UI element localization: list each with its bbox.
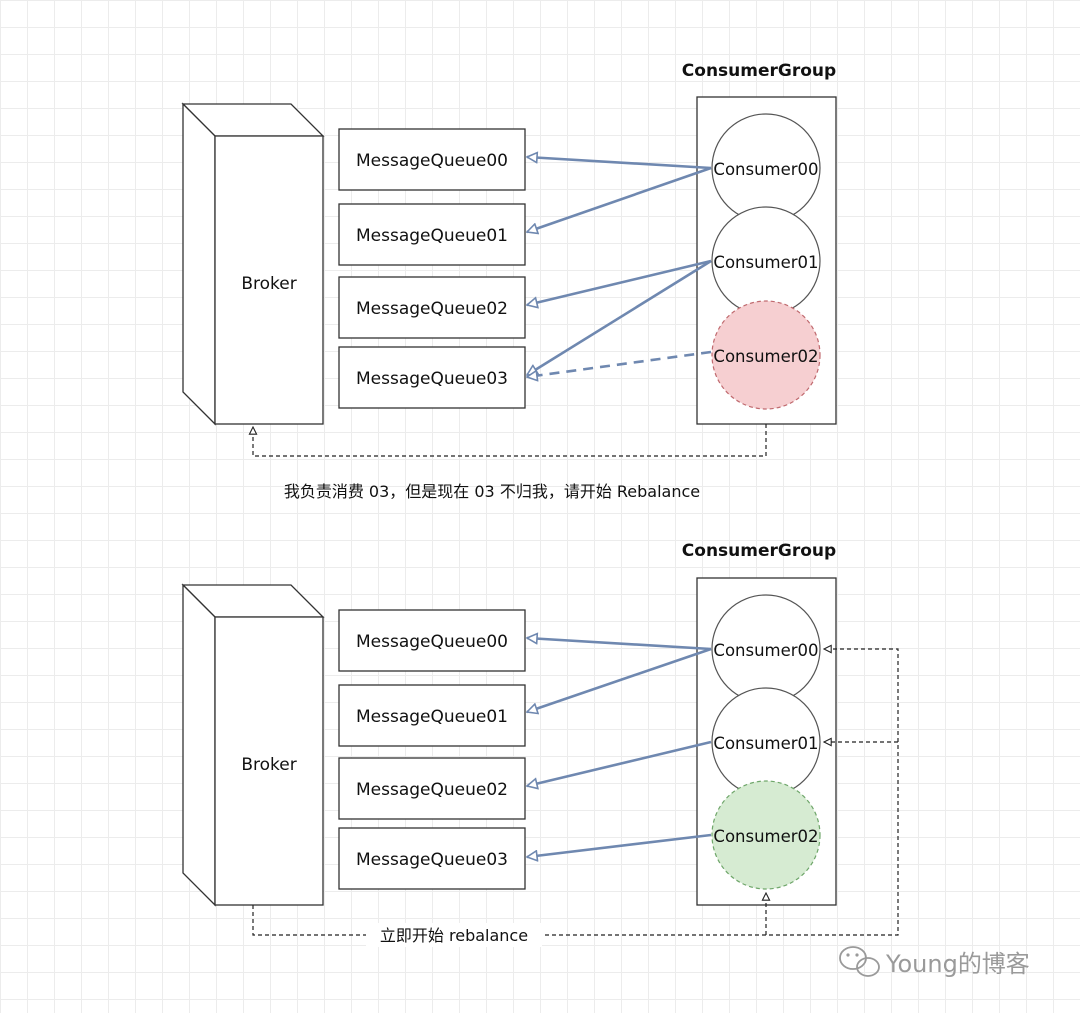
bottom-queue-label-00: MessageQueue00: [356, 632, 508, 652]
top-arrow-c01-q02: [527, 259, 712, 305]
bottom-arrow-c02-q03: [527, 833, 712, 857]
bottom-queues: MessageQueue00 MessageQueue01 MessageQue…: [338, 609, 526, 890]
top-queue-box-00: [338, 128, 526, 191]
top-queue-box-03: [338, 346, 526, 409]
top-queue-label-02: MessageQueue02: [356, 299, 508, 319]
top-consumer-label-00: Consumer00: [713, 160, 818, 179]
bottom-note: 立即开始 rebalance: [380, 926, 528, 945]
top-consumer-label-01: Consumer01: [713, 253, 818, 272]
bottom-queue-label-01: MessageQueue01: [356, 707, 508, 727]
bottom-arrow-c00-q01: [527, 647, 712, 712]
bottom-queue-box-00: [338, 609, 526, 672]
top-arrow-c02-q03-dashed: [527, 350, 712, 377]
top-group-title: ConsumerGroup: [682, 61, 836, 81]
top-queue-box-01: [338, 203, 526, 266]
watermark-text: Young的博客: [885, 950, 1030, 978]
top-panel: Broker MessageQueue00 MessageQueue01 Mes…: [181, 61, 837, 501]
top-consumer-circle-02: [711, 300, 821, 410]
top-broker: [181, 102, 325, 426]
bottom-queue-label-02: MessageQueue02: [356, 780, 508, 800]
bottom-consumer-label-01: Consumer01: [713, 734, 818, 753]
bottom-group-title: ConsumerGroup: [682, 541, 836, 561]
top-queue-label-00: MessageQueue00: [356, 151, 508, 171]
bottom-consumer-label-02: Consumer02: [713, 827, 818, 846]
bottom-arrows: [527, 638, 712, 857]
bottom-broker-label: Broker: [241, 755, 296, 775]
bottom-note-bg: [366, 923, 542, 947]
bottom-panel: Broker MessageQueue00 MessageQueue01 Mes…: [181, 541, 899, 947]
bottom-queue-box-03: [338, 827, 526, 890]
bottom-consumer-circle-02: [711, 780, 821, 890]
top-note: 我负责消费 03，但是现在 03 不归我，请开始 Rebalance: [284, 482, 700, 501]
top-consumer-label-02: Consumer02: [713, 347, 818, 366]
top-broker-label: Broker: [241, 274, 296, 294]
bottom-queue-box-01: [338, 684, 526, 747]
wechat-icon: [839, 946, 880, 977]
top-queue-label-03: MessageQueue03: [356, 369, 508, 389]
top-queue-box-02: [338, 276, 526, 339]
bottom-consumer-label-00: Consumer00: [713, 641, 818, 660]
bottom-notify-lines: [252, 649, 899, 936]
bottom-arrow-c00-q00: [527, 638, 712, 651]
top-queue-label-01: MessageQueue01: [356, 226, 508, 246]
top-arrows: [527, 157, 712, 377]
watermark: Young的博客: [839, 946, 1030, 978]
bottom-queue-label-03: MessageQueue03: [356, 850, 508, 870]
top-queues: MessageQueue00 MessageQueue01 MessageQue…: [338, 128, 526, 409]
bottom-notify-line-c00: [252, 649, 899, 936]
top-arrow-c00-q00: [527, 157, 712, 170]
bottom-arrow-c01-q02: [527, 740, 712, 786]
top-arrow-c01-q03: [527, 259, 712, 377]
top-arrow-c00-q01: [527, 166, 712, 232]
bottom-broker: [181, 583, 325, 907]
bottom-queue-box-02: [338, 757, 526, 820]
top-feedback-line: [253, 424, 767, 457]
